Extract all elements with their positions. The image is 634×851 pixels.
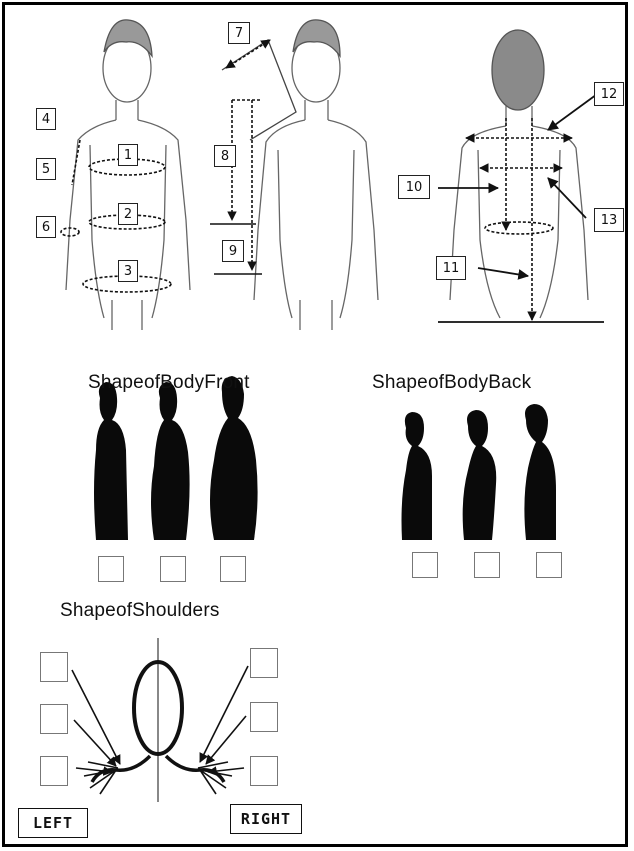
shoulder-arrows — [71, 665, 249, 776]
shoulder-head-diagram — [83, 638, 233, 802]
measure-box-2: 2 — [118, 203, 138, 225]
side-measure-lines — [210, 39, 271, 275]
heading-shoulders: ShapeofShoulders — [60, 600, 220, 621]
label-left: LEFT — [18, 808, 88, 838]
shoulder-right-checkbox-2[interactable] — [250, 702, 278, 732]
shoulder-left-checkbox-3[interactable] — [40, 756, 68, 786]
shoulder-left-checkbox-2[interactable] — [40, 704, 68, 734]
shoulder-right-checkbox-3[interactable] — [250, 756, 278, 786]
measure-box-1: 1 — [118, 144, 138, 166]
back-figure — [449, 29, 589, 319]
body-back-checkbox-1[interactable] — [412, 552, 438, 578]
body-front-checkbox-2[interactable] — [160, 556, 186, 582]
measure-box-4: 4 — [36, 108, 56, 130]
measure-box-5: 5 — [36, 158, 56, 180]
body-front-checkbox-3[interactable] — [220, 556, 246, 582]
measure-box-10: 10 — [398, 175, 430, 199]
front-figure — [65, 19, 191, 330]
measure-box-12: 12 — [594, 82, 624, 106]
body-back-checkbox-3[interactable] — [536, 552, 562, 578]
heading-body-back: ShapeofBodyBack — [372, 372, 532, 393]
measure-box-9: 9 — [222, 240, 244, 262]
shoulder-right-checkbox-1[interactable] — [250, 648, 278, 678]
back-measure-lines — [465, 118, 573, 321]
measure-box-11: 11 — [436, 256, 466, 280]
label-right: RIGHT — [230, 804, 302, 834]
body-back-checkbox-2[interactable] — [474, 552, 500, 578]
body-back-silhouettes — [401, 404, 556, 540]
side-figure — [221, 19, 379, 330]
front-measure-lines — [60, 139, 172, 293]
body-front-silhouettes — [94, 376, 258, 540]
heading-body-front: ShapeofBodyFront — [88, 372, 250, 393]
measure-box-7: 7 — [228, 22, 250, 44]
measure-box-8: 8 — [214, 145, 236, 167]
body-front-checkbox-1[interactable] — [98, 556, 124, 582]
shoulder-left-checkbox-1[interactable] — [40, 652, 68, 682]
measure-box-3: 3 — [118, 260, 138, 282]
back-measure-solid — [438, 91, 604, 323]
measure-box-6: 6 — [36, 216, 56, 238]
measure-box-13: 13 — [594, 208, 624, 232]
